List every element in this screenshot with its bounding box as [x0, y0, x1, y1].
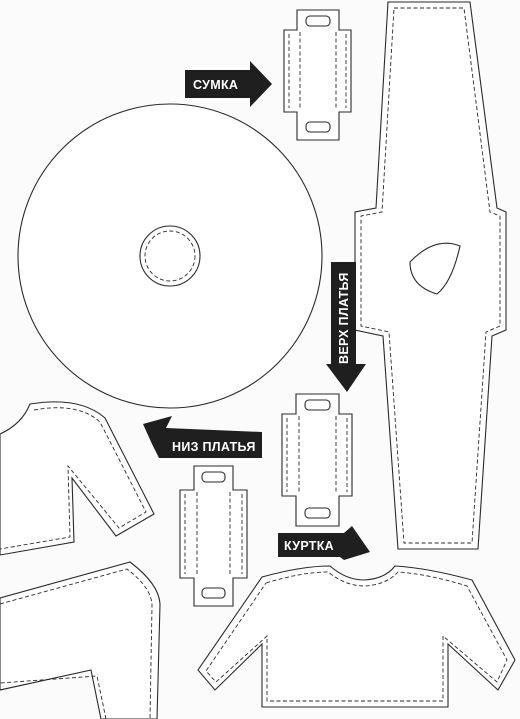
label-jacket: КУРТКА [278, 526, 370, 560]
label-dress-top-text: ВЕРХ ПЛАТЬЯ [337, 272, 351, 364]
jacket-piece-main [197, 565, 516, 708]
label-dress-top: ВЕРХ ПЛАТЬЯ [326, 262, 366, 392]
label-dress-bottom: НИЗ ПЛАТЬЯ [143, 416, 262, 458]
label-bag-text: СУМКА [193, 78, 238, 92]
dress-bottom-circle-piece [17, 103, 323, 409]
arrow-down-right-icon [278, 526, 370, 560]
bag-piece-2 [281, 393, 353, 527]
label-jacket-text: КУРТКА [284, 539, 334, 553]
dress-top-bodice-piece [354, 1, 507, 550]
arrow-right-icon [185, 61, 272, 107]
bag-piece-1 [283, 9, 352, 141]
arrow-down-icon [326, 262, 366, 392]
arrow-up-left-icon [143, 416, 262, 458]
label-dress-bottom-text: НИЗ ПЛАТЬЯ [172, 440, 256, 454]
jacket-piece-left [0, 561, 161, 719]
label-bag: СУМКА [185, 61, 272, 107]
sleeve-piece-left-upper [0, 401, 155, 556]
bag-piece-3 [179, 465, 248, 607]
